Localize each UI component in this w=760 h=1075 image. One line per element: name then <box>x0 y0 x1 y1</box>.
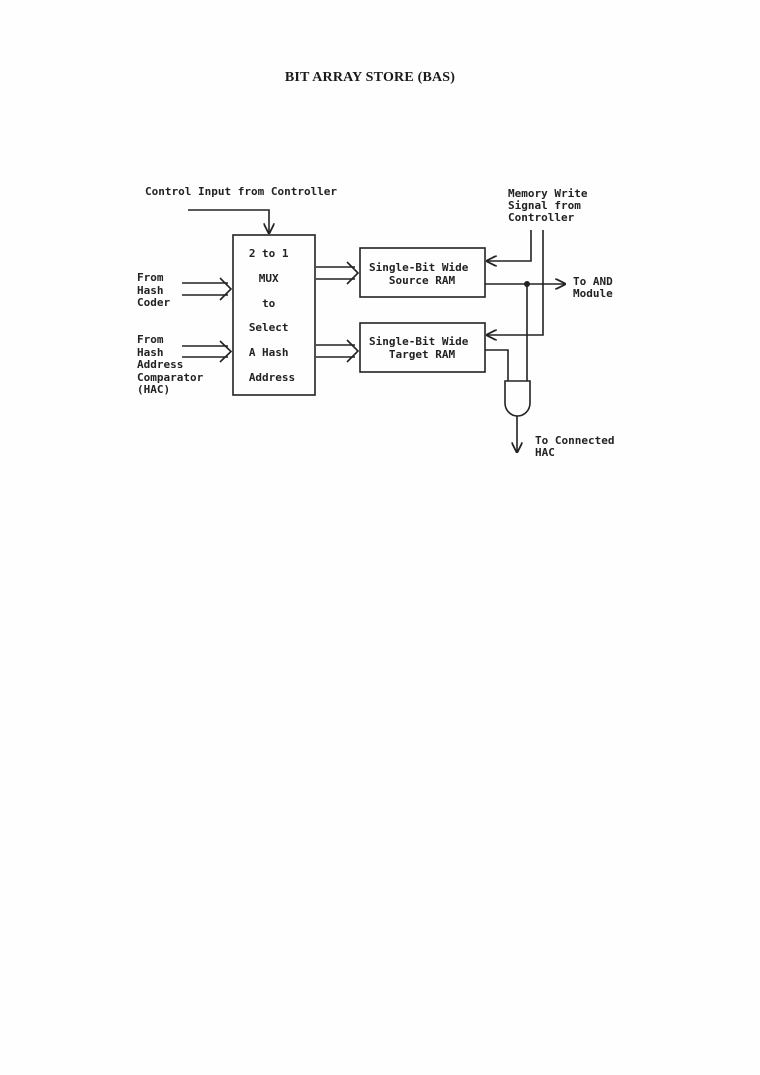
from-hash-coder-label: From Hash Coder <box>137 271 170 309</box>
target-ram-box <box>359 322 486 373</box>
to-and-module-label: To AND Module <box>573 275 619 300</box>
memory-write-to-source-wire <box>487 230 532 261</box>
mux-box <box>232 234 316 396</box>
memory-write-to-target-wire <box>487 230 544 335</box>
source-ram-box <box>359 247 486 298</box>
source-ram-label: Single-Bit Wide Source RAM <box>369 261 475 287</box>
control-input-label: Control Input from Controller <box>145 185 337 198</box>
mux-to-source-bus-arrow <box>316 261 360 285</box>
to-connected-hac-label: To Connected HAC <box>535 434 621 459</box>
page-title: BIT ARRAY STORE (BAS) <box>284 70 456 85</box>
mux-to-target-bus-arrow <box>316 339 360 363</box>
from-hac-label: From Hash Address Comparator (HAC) <box>137 333 210 396</box>
hac-bus-arrow <box>182 340 233 363</box>
memory-write-label: Memory Write Signal from Controller <box>508 187 594 224</box>
mux-label: 2 to 1 MUX to Select A Hash Address <box>249 247 295 384</box>
control-input-wire <box>188 209 269 233</box>
target-to-and-gate-wire <box>485 349 509 381</box>
and-gate <box>504 380 531 417</box>
target-ram-label: Single-Bit Wide Target RAM <box>369 335 475 361</box>
hash-coder-bus-arrow <box>182 277 233 301</box>
